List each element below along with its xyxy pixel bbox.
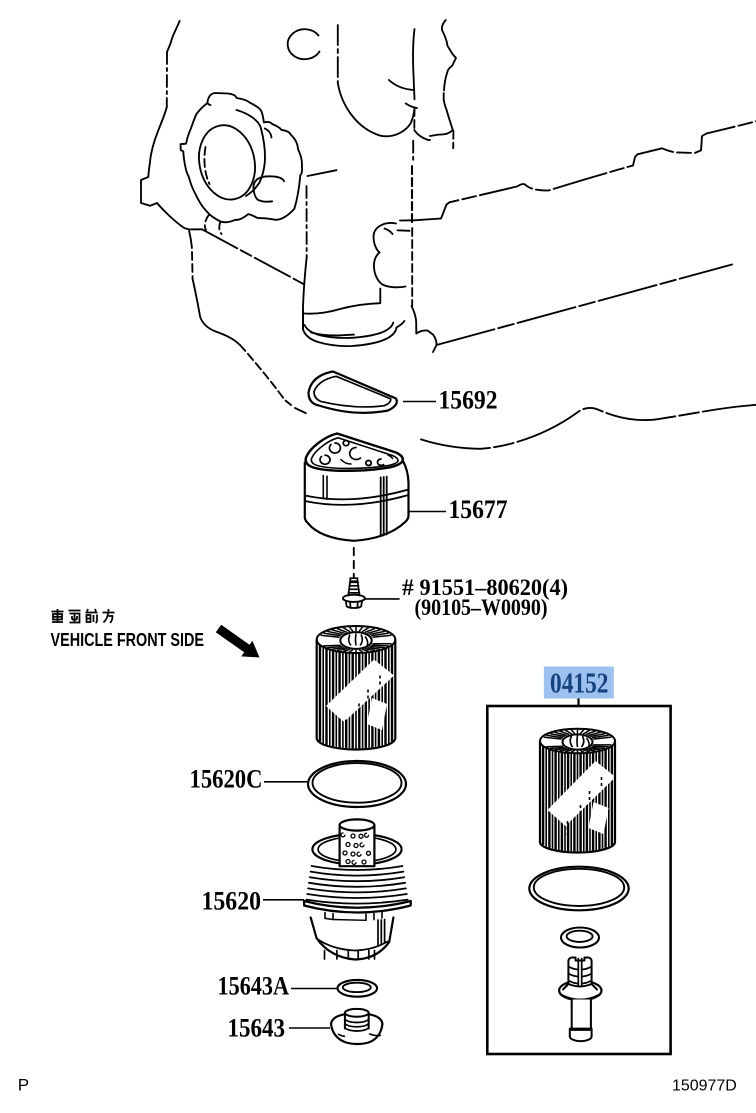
svg-text:15643: 15643 xyxy=(228,1013,286,1042)
svg-text:P: P xyxy=(18,1075,29,1094)
svg-text:VEHICLE FRONT SIDE: VEHICLE FRONT SIDE xyxy=(51,630,205,650)
svg-text:15677: 15677 xyxy=(449,495,508,524)
svg-text:04152: 04152 xyxy=(550,668,609,699)
svg-text:#: # xyxy=(402,575,414,601)
svg-text:(90105–W0090): (90105–W0090) xyxy=(415,595,548,621)
svg-text:15620C: 15620C xyxy=(190,765,263,794)
svg-text:15620: 15620 xyxy=(202,887,262,916)
svg-text:150977D: 150977D xyxy=(672,1078,737,1095)
svg-text:15643A: 15643A xyxy=(218,971,290,1000)
svg-text:15692: 15692 xyxy=(439,386,498,415)
